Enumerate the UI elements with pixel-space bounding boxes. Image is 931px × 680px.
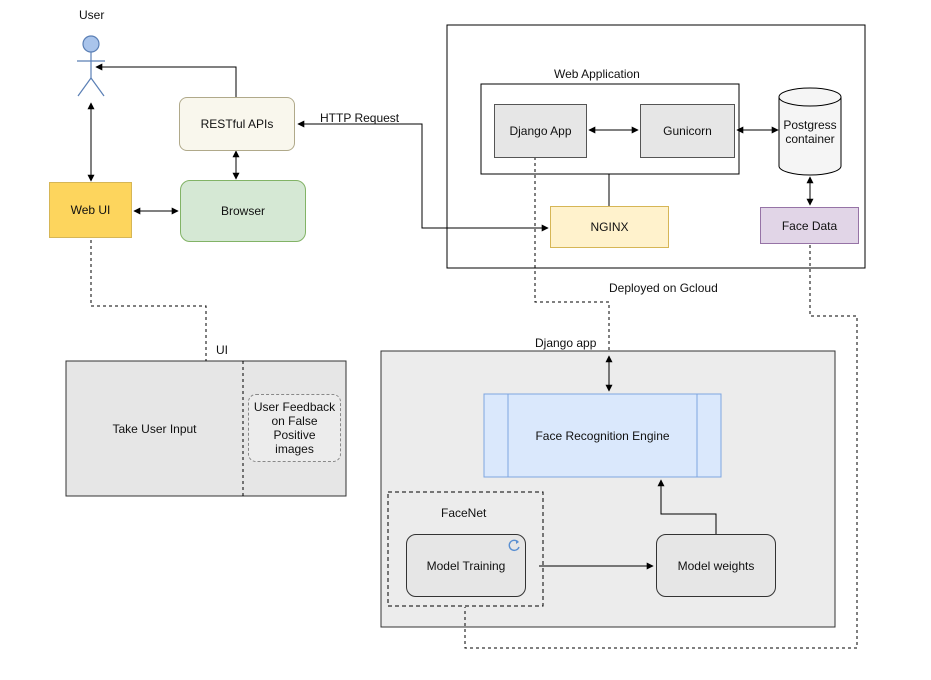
http-request-label: HTTP Request [320,111,400,125]
face-recognition-engine-box[interactable]: Face Recognition Engine [508,394,697,477]
facenet-label: FaceNet [441,506,487,520]
web-application-label: Web Application [554,67,640,81]
ui-section-label: UI [216,343,228,357]
user-feedback-box: User Feedback on False Positive images [248,394,341,462]
face-recognition-engine-label: Face Recognition Engine [535,428,670,443]
postgress-label: Postgress [783,118,837,132]
face-recognition-engine-shape [483,393,722,478]
nginx-box[interactable]: NGINX [550,206,669,248]
web-ui-box[interactable]: Web UI [49,182,132,238]
user-label: User [79,8,105,22]
postgress-cylinder-icon [778,87,842,176]
container-label: container [785,132,835,146]
face-data-label: Face Data [781,218,838,233]
postgress-container-label-group: Postgress container [779,112,841,152]
take-user-input-label: Take User Input [112,421,197,436]
django-app-box[interactable]: Django App [494,104,587,158]
restful-apis-box[interactable]: RESTful APIs [179,97,295,151]
web-ui-label: Web UI [70,203,111,217]
gunicorn-box[interactable]: Gunicorn [640,104,735,158]
django-app-label: Django App [509,124,572,138]
refresh-icon [508,539,520,552]
browser-label: Browser [220,204,265,218]
user-feedback-label: User Feedback on False Positive images [253,400,336,456]
facenet-frame [387,491,544,607]
take-user-input-area: Take User Input [66,361,243,496]
browser-box[interactable]: Browser [180,180,306,242]
django-app-section-label: Django app [535,336,597,350]
user-actor-icon [77,35,105,97]
model-weights-label: Model weights [677,558,755,573]
restful-apis-label: RESTful APIs [200,117,274,131]
deployed-on-gcloud-label: Deployed on Gcloud [609,281,718,295]
face-data-box[interactable]: Face Data [760,207,859,244]
model-training-box[interactable]: Model Training [406,534,526,597]
gunicorn-label: Gunicorn [663,124,712,138]
model-training-label: Model Training [426,558,506,573]
nginx-label: NGINX [590,220,629,234]
model-weights-box[interactable]: Model weights [656,534,776,597]
